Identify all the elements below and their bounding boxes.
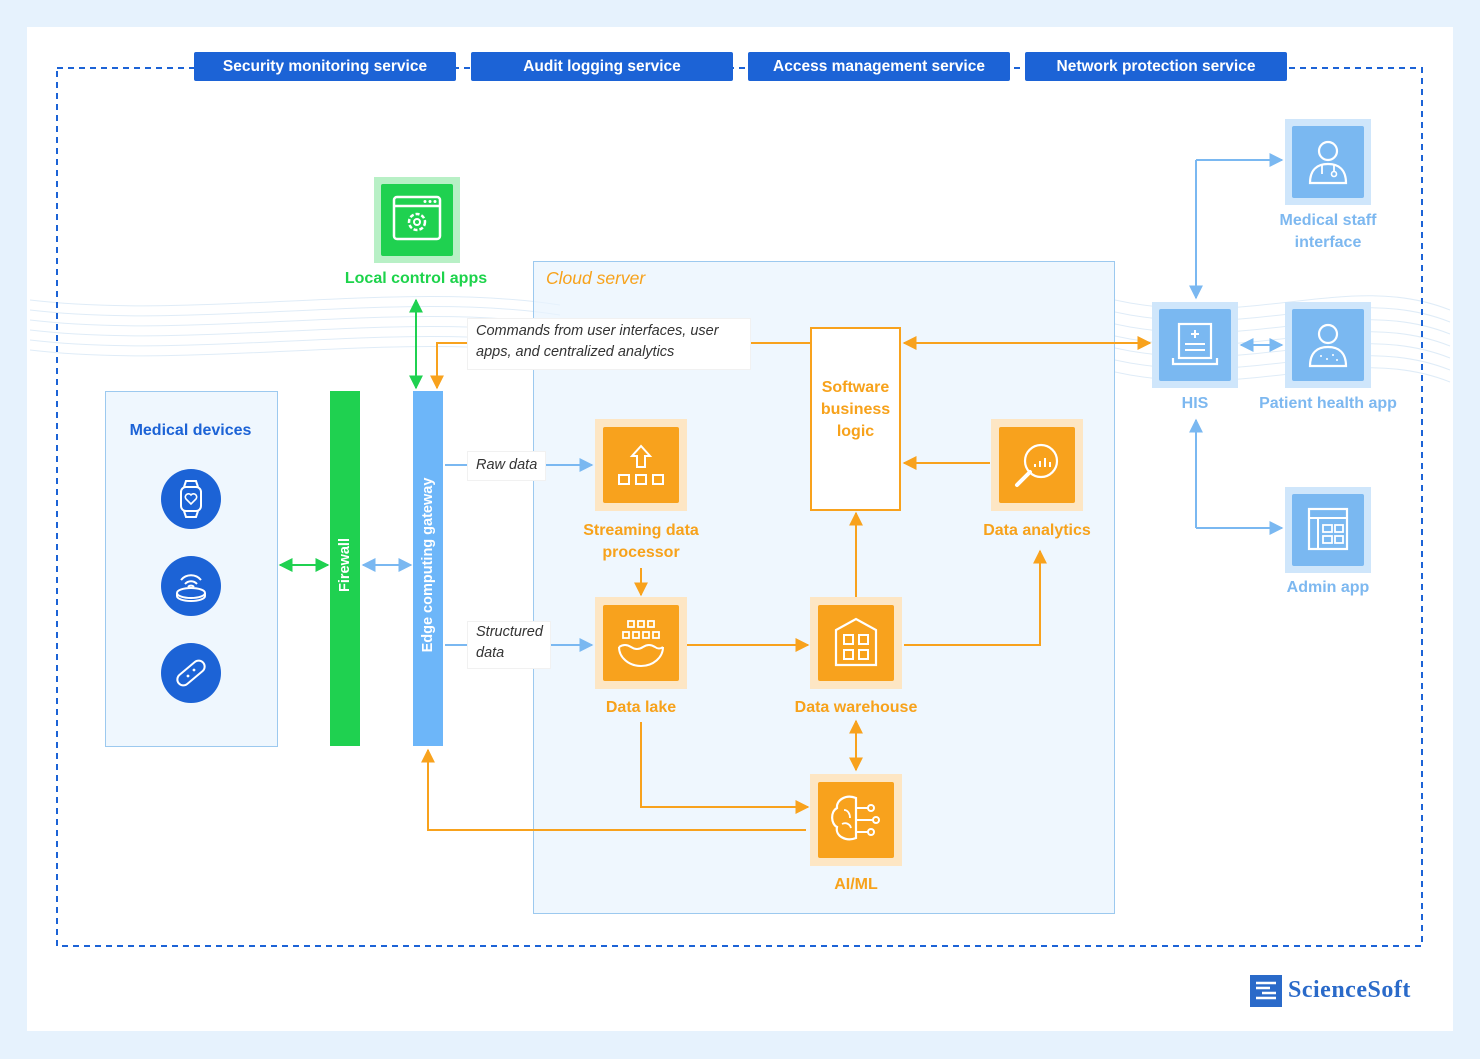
access-management-service: Access management service — [748, 52, 1010, 81]
edge-gateway-bar — [413, 391, 443, 746]
medical-devices-label: Medical devices — [129, 422, 252, 439]
firewall-bar — [330, 391, 360, 746]
admin-app-tile — [1285, 487, 1371, 573]
ai-ml-tile — [810, 774, 902, 866]
sciencesoft-logo-text: ScienceSoft — [1288, 977, 1411, 1003]
medical-staff-label: Medical staff interface — [1279, 212, 1377, 251]
data-lake-tile — [595, 597, 687, 689]
device-3 — [161, 643, 221, 703]
structured-data-note: Structured data — [468, 622, 550, 668]
software-logic-label: Software business logic — [820, 379, 891, 440]
network-protection-service: Network protection service — [1025, 52, 1287, 81]
sciencesoft-logo-icon — [1250, 975, 1282, 1007]
ai-ml-label: AI/ML — [834, 876, 878, 893]
his-label: HIS — [1181, 395, 1209, 412]
data-analytics-tile — [991, 419, 1083, 511]
firewall-label: Firewall — [337, 538, 353, 592]
cloud-server-label: Cloud server — [546, 268, 646, 288]
data-warehouse-tile — [810, 597, 902, 689]
patient-app-label: Patient health app — [1259, 395, 1397, 412]
streaming-processor-tile — [595, 419, 687, 511]
data-lake-label: Data lake — [605, 699, 677, 716]
commands-note: Commands from user interfaces, user apps… — [468, 319, 750, 369]
device-1 — [161, 469, 221, 529]
software-logic-box — [810, 327, 901, 511]
security-monitoring-service: Security monitoring service — [194, 52, 456, 81]
local-control-apps-tile — [374, 177, 460, 263]
streaming-processor-label: Streaming data processor — [583, 522, 699, 561]
audit-logging-service: Audit logging service — [471, 52, 733, 81]
admin-app-label: Admin app — [1286, 579, 1370, 596]
data-warehouse-label: Data warehouse — [794, 699, 918, 716]
raw-data-note: Raw data — [468, 452, 546, 480]
patient-app-tile — [1285, 302, 1371, 388]
edge-gateway-label: Edge computing gateway — [420, 477, 436, 653]
local-control-apps-label: Local control apps — [344, 270, 488, 287]
data-analytics-label: Data analytics — [983, 522, 1091, 539]
device-2 — [161, 556, 221, 616]
medical-staff-tile — [1285, 119, 1371, 205]
his-tile — [1152, 302, 1238, 388]
